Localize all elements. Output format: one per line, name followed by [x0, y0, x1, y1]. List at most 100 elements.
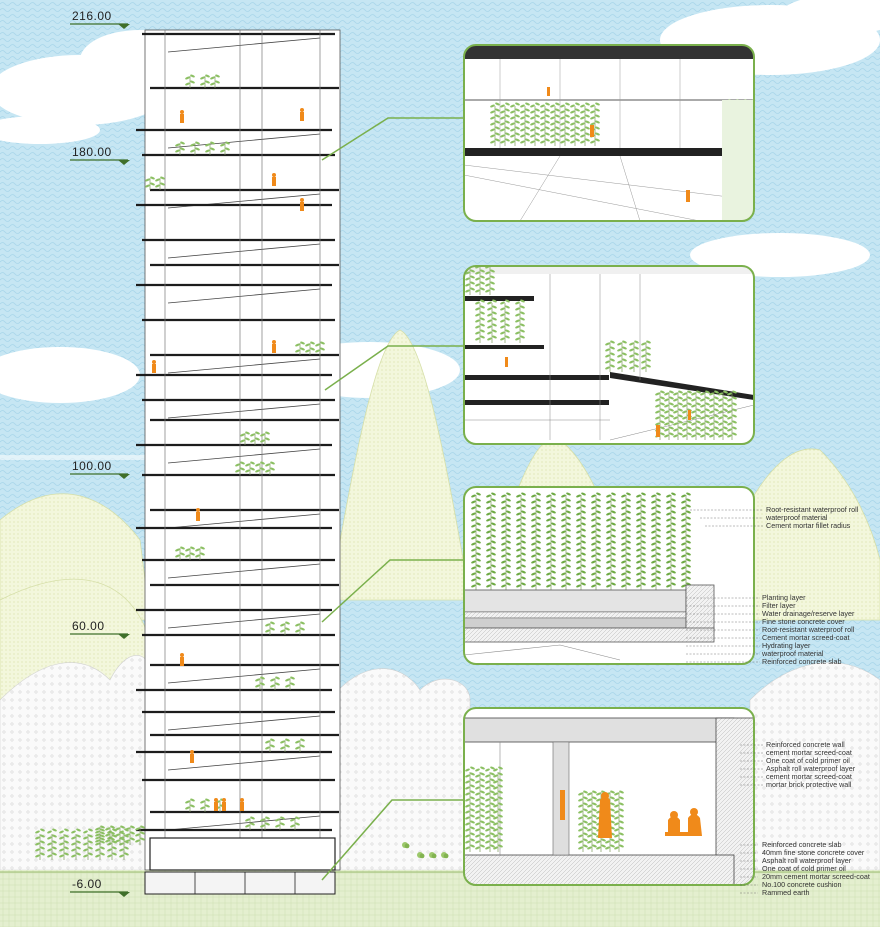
plant-mark: [125, 825, 135, 845]
plant-mark: [210, 74, 220, 88]
plant-mark: [691, 390, 701, 440]
floor-slab: [136, 608, 332, 629]
floor-slab: [150, 353, 339, 374]
detail-note: One coat of cold primer oil: [762, 864, 846, 873]
plant-mark: [531, 492, 541, 590]
detail-note: Hydrating layer: [762, 641, 811, 650]
plant-mark: [185, 546, 195, 560]
plant-mark: [500, 299, 510, 343]
plant-mark: [200, 798, 210, 812]
plant-mark: [83, 828, 93, 860]
plant-mark: [727, 390, 737, 440]
person-figure: [272, 173, 276, 186]
plant-mark: [580, 102, 590, 146]
plant-mark: [255, 461, 265, 475]
detail-note: 20mm cement mortar screed-coat: [762, 872, 870, 881]
detail-3-notes: Root-resistant waterproof rollwaterproof…: [761, 505, 859, 666]
plant-mark: [315, 341, 325, 355]
plant-mark: [617, 340, 627, 372]
plant-mark: [540, 102, 550, 146]
plant-mark: [255, 676, 265, 690]
elevation-label: 180.00: [72, 145, 112, 159]
plant-mark: [587, 790, 597, 852]
detail-note: Asphalt roll waterproof layer: [762, 856, 852, 865]
plant-mark: [485, 766, 495, 852]
detail-note: waterproof material: [761, 649, 824, 658]
plant-mark: [280, 621, 290, 635]
plant-mark: [500, 102, 510, 146]
detail-note: mortar brick protective wall: [766, 780, 852, 789]
plant-mark: [664, 390, 674, 440]
elevation-marker: 180.00: [70, 145, 130, 165]
plant-mark: [578, 790, 588, 852]
plant-mark: [673, 390, 683, 440]
plant-mark: [285, 676, 295, 690]
floor-slab: [150, 508, 339, 529]
plant-mark: [576, 492, 586, 590]
plant-mark: [636, 492, 646, 590]
plant-mark: [515, 299, 525, 343]
floor-slab: [142, 398, 335, 419]
plant-mark: [681, 492, 691, 590]
plant-mark: [265, 738, 275, 752]
plant-mark: [709, 390, 719, 440]
plant-mark: [155, 176, 165, 190]
detail-note: Root-resistant waterproof roll: [762, 625, 855, 634]
person-figure: [272, 340, 276, 353]
plant-mark: [493, 766, 503, 852]
plant-mark: [240, 431, 250, 445]
plant-mark: [591, 492, 601, 590]
plant-mark: [59, 828, 69, 860]
plant-mark: [245, 461, 255, 475]
plant-mark: [260, 816, 270, 830]
floor-slab: [136, 443, 332, 464]
plant-mark: [629, 340, 639, 372]
detail-note: No.100 concrete cushion: [762, 880, 842, 889]
shrub-mark: [441, 852, 449, 859]
person-figure: [190, 750, 194, 763]
detail-note: Root-resistant waterproof roll: [766, 505, 859, 514]
plant-mark: [71, 828, 81, 860]
tower-section: [136, 29, 341, 895]
plant-mark: [270, 676, 280, 690]
floor-slab: [142, 32, 335, 53]
plant-mark: [190, 141, 200, 155]
plant-mark: [605, 340, 615, 372]
detail-note: Asphalt roll waterproof layer: [766, 764, 856, 773]
floor-slab: [136, 750, 332, 771]
shrub-mark: [429, 852, 437, 859]
floor-slab: [142, 710, 335, 731]
plant-mark: [135, 825, 145, 845]
detail-note: waterproof material: [765, 513, 828, 522]
plant-mark: [235, 461, 245, 475]
plant-mark: [47, 828, 57, 860]
shrub-mark: [402, 842, 410, 849]
floor-slab: [142, 238, 335, 259]
plant-mark: [107, 828, 117, 860]
detail-note: Reinforced concrete slab: [762, 840, 842, 849]
floor-slab: [142, 558, 335, 579]
plant-mark: [275, 816, 285, 830]
person-figure: [180, 110, 184, 123]
detail-note: Water drainage/reserve layer: [762, 609, 855, 618]
plant-mark: [200, 74, 210, 88]
detail-panel-atrium: [463, 265, 755, 445]
plant-mark: [530, 102, 540, 146]
detail-note: cement mortar screed-coat: [766, 748, 852, 757]
plant-mark: [546, 492, 556, 590]
plant-mark: [718, 390, 728, 440]
plant-mark: [290, 816, 300, 830]
plant-mark: [95, 828, 105, 860]
plant-mark: [265, 461, 275, 475]
elevation-label: 60.00: [72, 619, 105, 633]
plant-mark: [606, 492, 616, 590]
person-figure: [240, 798, 244, 811]
detail-panel-upper-floors: [463, 44, 755, 222]
plant-mark: [550, 102, 560, 146]
elevation-marker: 100.00: [70, 459, 130, 479]
plant-mark: [295, 621, 305, 635]
plant-mark: [475, 299, 485, 343]
tree-canopy: [0, 655, 880, 871]
